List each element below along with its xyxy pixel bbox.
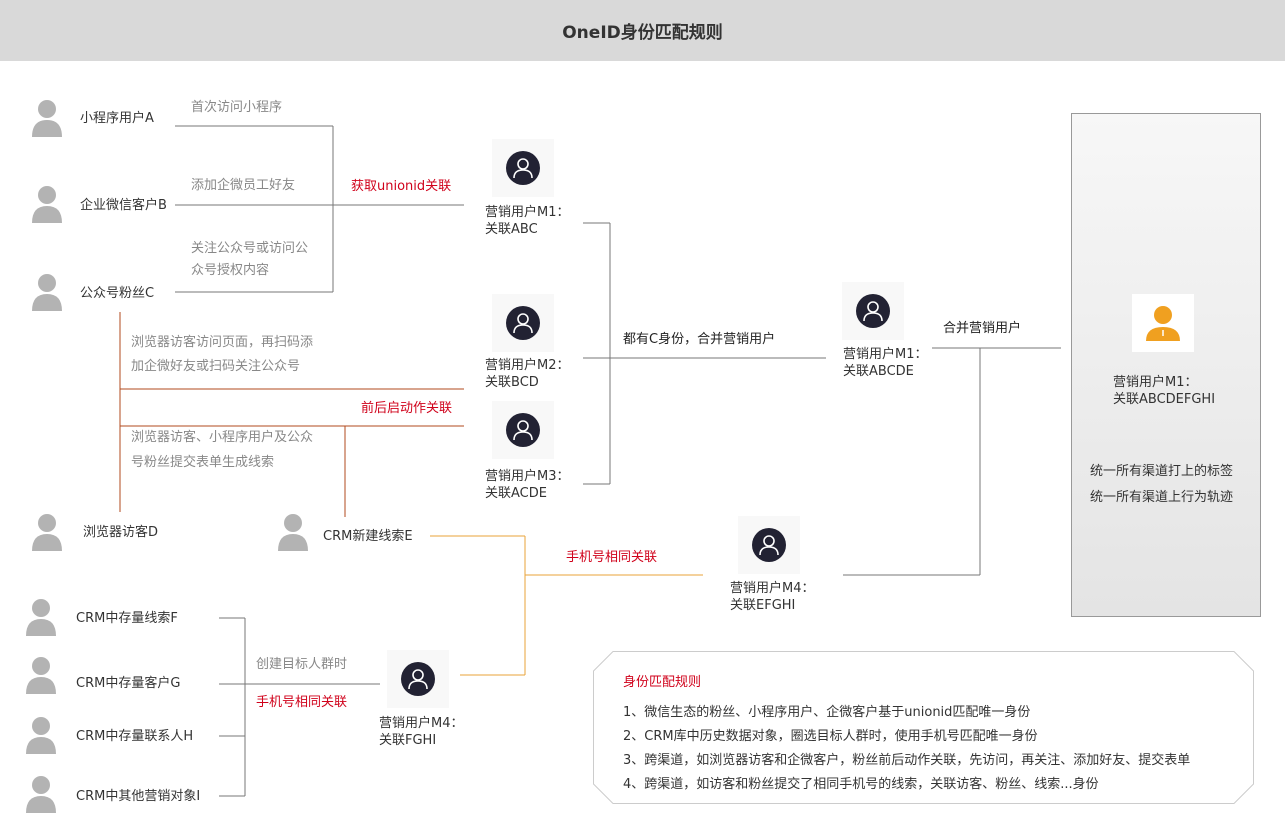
user-icon	[31, 99, 63, 141]
source-crm-lead: CRM中存量线索F	[76, 611, 178, 626]
annotation-create-group: 创建目标人群时	[256, 657, 348, 672]
page-title: OneID身份匹配规则	[562, 23, 723, 43]
node-m4-crm	[387, 650, 449, 708]
node-m2	[492, 294, 554, 352]
source-browser-visitor: 浏览器访客D	[83, 525, 159, 540]
relation-phone-2: 手机号相同关联	[256, 695, 348, 710]
user-avatar-icon	[1146, 306, 1180, 341]
node-m1-merged-caption: 营销用户M1：关联ABCDE	[843, 347, 928, 379]
node-m2-caption: 营销用户M2：关联BCD	[485, 358, 570, 390]
final-tracks: 统一所有渠道上行为轨迹	[1090, 490, 1234, 505]
annotation-browse-1: 浏览器访客访问页面，再扫码添	[131, 335, 314, 350]
user-avatar-icon	[752, 528, 786, 562]
user-icon	[25, 716, 57, 758]
annotation-add-wecom: 添加企微员工好友	[191, 178, 296, 193]
relation-phone-1: 手机号相同关联	[566, 550, 658, 565]
annotation-follow-2: 众号授权内容	[191, 263, 270, 278]
user-avatar-icon	[856, 294, 890, 328]
rules-box-border	[593, 651, 1254, 804]
user-icon	[31, 273, 63, 315]
rules-title: 身份匹配规则	[623, 675, 702, 690]
node-m1	[492, 139, 554, 197]
user-icon	[25, 775, 57, 817]
unified-user-panel: 营销用户M1：关联ABCDEFGHI 统一所有渠道打上的标签 统一所有渠道上行为…	[1071, 113, 1261, 617]
node-m1-caption: 营销用户M1：关联ABC	[485, 205, 570, 237]
annotation-first-visit: 首次访问小程序	[191, 100, 283, 115]
node-m3-caption: 营销用户M3：关联ACDE	[485, 469, 570, 501]
user-avatar-icon	[401, 662, 435, 696]
final-user-caption: 营销用户M1：关联ABCDEFGHI	[1113, 375, 1216, 407]
rule-item: 2、CRM库中历史数据对象，圈选目标人群时，使用手机号匹配唯一身份	[623, 729, 1038, 744]
user-icon	[25, 656, 57, 698]
source-official-account-fan: 公众号粉丝C	[80, 286, 155, 301]
node-m4-crm-caption: 营销用户M4：关联FGHI	[379, 716, 464, 748]
relation-merge-c: 都有C身份，合并营销用户	[623, 332, 776, 347]
user-icon	[31, 185, 63, 227]
user-avatar-icon	[506, 151, 540, 185]
user-icon	[31, 513, 63, 555]
title-bar: OneID身份匹配规则	[0, 0, 1285, 61]
node-m3	[492, 401, 554, 459]
rule-item: 3、跨渠道，如浏览器访客和企微客户，粉丝前后动作关联，先访问，再关注、添加好友、…	[623, 753, 1191, 768]
relation-merge: 合并营销用户	[943, 321, 1022, 336]
rules-box: 身份匹配规则 1、微信生态的粉丝、小程序用户、企微客户基于unionid匹配唯一…	[593, 651, 1254, 804]
source-wecom-customer: 企业微信客户B	[80, 198, 167, 213]
relation-unionid: 获取unionid关联	[351, 179, 452, 194]
annotation-browse-2: 加企微好友或扫码关注公众号	[131, 359, 301, 374]
final-user-node	[1132, 294, 1194, 352]
node-m4-caption: 营销用户M4：关联EFGHI	[730, 581, 815, 613]
relation-action: 前后启动作关联	[361, 401, 453, 416]
annotation-follow-1: 关注公众号或访问公	[191, 241, 309, 256]
source-crm-customer: CRM中存量客户G	[76, 676, 181, 691]
source-crm-other: CRM中其他营销对象I	[76, 789, 201, 804]
annotation-form-1: 浏览器访客、小程序用户及公众	[131, 430, 314, 445]
user-icon	[25, 598, 57, 640]
user-icon	[277, 513, 309, 555]
rule-item: 1、微信生态的粉丝、小程序用户、企微客户基于unionid匹配唯一身份	[623, 705, 1031, 720]
source-crm-contact: CRM中存量联系人H	[76, 729, 194, 744]
user-avatar-icon	[506, 306, 540, 340]
user-avatar-icon	[506, 413, 540, 447]
node-m1-merged	[842, 282, 904, 340]
annotation-form-2: 号粉丝提交表单生成线索	[131, 455, 275, 470]
source-crm-new-lead: CRM新建线索E	[323, 529, 413, 544]
node-m4	[738, 516, 800, 574]
final-tags: 统一所有渠道打上的标签	[1090, 464, 1234, 479]
source-mini-program-user: 小程序用户A	[80, 111, 154, 126]
rule-item: 4、跨渠道，如访客和粉丝提交了相同手机号的线索，关联访客、粉丝、线索...身份	[623, 777, 1099, 792]
